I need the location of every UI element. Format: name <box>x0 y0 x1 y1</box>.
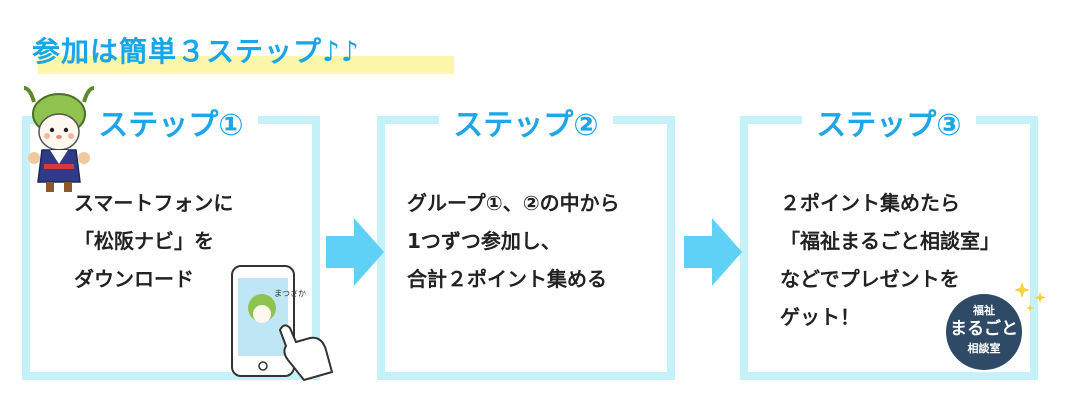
badge-icon: 福祉 まるごと 相談室 <box>946 282 1046 370</box>
arrow-right-icon <box>684 218 742 286</box>
step-2-line-1: グループ①、②の中から <box>407 191 620 215</box>
step-3-text: ２ポイント集めたら 「福祉まるごと相談室」 などでプレゼントを ゲット！ <box>780 184 1000 336</box>
sparkle-icon <box>1026 304 1034 312</box>
step-3-label-wrap: ステップ③ <box>748 100 1030 144</box>
sparkle-icon <box>1034 292 1046 303</box>
step-2-box: ステップ② グループ①、②の中から 1つずつ参加し、 合計２ポイント集める <box>377 108 675 380</box>
phone-screen-text: まつさか <box>274 289 306 298</box>
step-3-label: ステップ③ <box>802 108 976 143</box>
step-2-line-3: 合計２ポイント集める <box>407 267 607 291</box>
phone-hand-icon: まつさか <box>231 265 334 382</box>
step-3-line-2: 「福祉まるごと相談室」 <box>780 229 1000 253</box>
badge-line-3: 相談室 <box>968 341 1001 355</box>
page-title: 参加は簡単３ステップ♪♪ <box>32 35 360 68</box>
arrow-right-icon <box>326 218 384 286</box>
step-1-line-3: ダウンロード <box>74 267 194 291</box>
step-3-box: ステップ③ ２ポイント集めたら 「福祉まるごと相談室」 などでプレゼントを ゲッ… <box>740 108 1038 380</box>
page-title-wrap: 参加は簡単３ステップ♪♪ <box>32 30 454 74</box>
title-highlight <box>38 56 454 74</box>
step-3-line-4: ゲット！ <box>780 305 860 329</box>
step-2-label: ステップ② <box>439 108 613 143</box>
step-1-line-1: スマートフォンに <box>74 191 234 215</box>
badge-line-2: まるごと <box>950 318 1018 339</box>
step-1-line-2: 「松阪ナビ」を <box>74 229 214 253</box>
step-3-line-3: などでプレゼントを <box>780 267 960 291</box>
sparkle-icon <box>1014 282 1030 298</box>
step-1-text: スマートフォンに 「松阪ナビ」を ダウンロード <box>74 184 233 298</box>
badge-line-1: 福祉 <box>972 303 995 317</box>
mascot-icon <box>23 86 95 192</box>
step-1-label: ステップ① <box>84 108 258 143</box>
step-1-label-wrap: ステップ① <box>30 100 312 144</box>
step-2-text: グループ①、②の中から 1つずつ参加し、 合計２ポイント集める <box>407 184 620 298</box>
step-3-line-1: ２ポイント集めたら <box>780 191 960 215</box>
step-2-label-wrap: ステップ② <box>385 100 667 144</box>
step-2-line-2: 1つずつ参加し、 <box>407 229 561 253</box>
